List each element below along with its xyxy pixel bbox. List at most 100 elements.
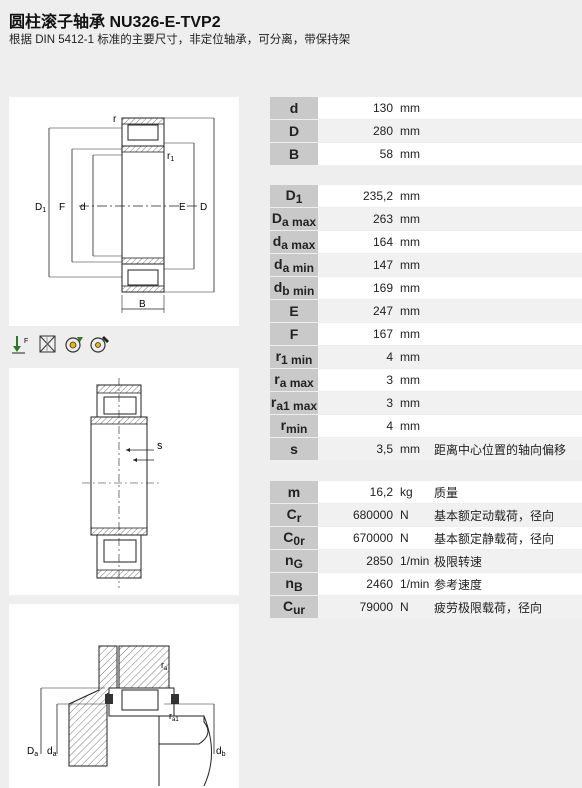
label-ra: ra bbox=[161, 660, 168, 672]
spec-description bbox=[430, 185, 582, 207]
spec-value: 247 bbox=[318, 300, 398, 322]
label-E: E bbox=[179, 202, 186, 213]
spec-symbol-main: r bbox=[274, 370, 280, 387]
spec-symbol: Da max bbox=[270, 208, 318, 230]
spec-symbol: B bbox=[270, 143, 318, 165]
spec-symbol-subscript: a max bbox=[279, 375, 314, 390]
spec-symbol: E bbox=[270, 300, 318, 322]
spec-unit: mm bbox=[398, 208, 430, 230]
spec-description: 基本额定动载荷，径向 bbox=[430, 504, 582, 526]
label-D: D bbox=[200, 202, 207, 213]
spec-description bbox=[430, 415, 582, 437]
spec-unit: mm bbox=[398, 438, 430, 460]
spec-symbol: m bbox=[270, 481, 318, 503]
spec-symbol-main: C bbox=[283, 528, 294, 545]
spec-symbol-main: D bbox=[288, 123, 300, 139]
spec-symbol: F bbox=[270, 323, 318, 345]
label-r1: r1 bbox=[167, 151, 174, 163]
dimension-drawing-panel: r r1 D1 F d E D B bbox=[9, 97, 239, 326]
spec-symbol-main: d bbox=[274, 255, 283, 272]
axial-load-icon: F bbox=[12, 336, 28, 354]
spec-symbol: ra max bbox=[270, 369, 318, 391]
spec-value: 167 bbox=[318, 323, 398, 345]
spec-description bbox=[430, 277, 582, 299]
spec-symbol-main: C bbox=[282, 597, 294, 614]
spec-value: 3 bbox=[318, 369, 398, 391]
spec-symbol-subscript: a min bbox=[282, 260, 314, 275]
spec-symbol-main: C bbox=[286, 505, 297, 522]
spec-symbol-subscript: b min bbox=[282, 283, 315, 298]
spec-unit: mm bbox=[398, 185, 430, 207]
spec-symbol: db min bbox=[270, 277, 318, 299]
dimension-drawing: r r1 D1 F d E D B bbox=[35, 114, 215, 313]
label-Da: Da bbox=[27, 746, 38, 758]
spec-symbol: da max bbox=[270, 231, 318, 253]
label-s: s bbox=[157, 440, 163, 452]
spec-unit: mm bbox=[398, 231, 430, 253]
spec-symbol: nG bbox=[270, 550, 318, 572]
spec-unit: 1/min bbox=[398, 573, 430, 595]
spec-unit: mm bbox=[398, 254, 430, 276]
page-subtitle: 根据 DIN 5412-1 标准的主要尺寸，非定位轴承，可分离，带保持架 bbox=[9, 34, 351, 46]
spec-description bbox=[430, 254, 582, 276]
spec-symbol-subscript: 1 min bbox=[281, 352, 313, 367]
spec-description bbox=[430, 97, 582, 119]
spec-unit: mm bbox=[398, 323, 430, 345]
axial-offset-drawing-panel: s bbox=[9, 368, 239, 595]
spec-description bbox=[430, 369, 582, 391]
spec-symbol-subscript: r bbox=[296, 510, 302, 525]
spec-unit: kg bbox=[398, 481, 430, 503]
spec-symbol-main: r bbox=[275, 347, 282, 364]
spec-symbol-main: F bbox=[289, 326, 299, 342]
spec-symbol: da min bbox=[270, 254, 318, 276]
spec-symbol: s bbox=[270, 438, 318, 460]
label-F: F bbox=[59, 202, 65, 213]
label-db: db bbox=[216, 746, 226, 758]
page-title: 圆柱滚子轴承 NU326-E-TVP2 bbox=[9, 14, 221, 31]
speed-icon bbox=[65, 337, 83, 353]
svg-text:F: F bbox=[24, 338, 28, 345]
spec-symbol-main: r bbox=[280, 416, 287, 433]
spec-symbol-subscript: min bbox=[286, 421, 308, 436]
spec-value: 3 bbox=[318, 392, 398, 414]
spec-value: 235,2 bbox=[318, 185, 398, 207]
spec-symbol: D bbox=[270, 120, 318, 142]
spec-unit: mm bbox=[398, 392, 430, 414]
spec-value: 164 bbox=[318, 231, 398, 253]
label-B: B bbox=[139, 299, 146, 310]
spec-unit: mm bbox=[398, 346, 430, 368]
spec-symbol: d bbox=[270, 97, 318, 119]
spec-symbol-subscript: a max bbox=[281, 237, 316, 252]
spec-description: 距离中心位置的轴向偏移 bbox=[430, 438, 582, 460]
spec-unit: N bbox=[398, 504, 430, 526]
spec-value: 4 bbox=[318, 415, 398, 437]
spec-unit: mm bbox=[398, 369, 430, 391]
no-relubrication-icon bbox=[39, 335, 56, 353]
spec-symbol-subscript: 1 bbox=[295, 191, 303, 206]
spec-unit: 1/min bbox=[398, 550, 430, 572]
spec-description bbox=[430, 120, 582, 142]
spec-value: 130 bbox=[318, 97, 398, 119]
spec-symbol-subscript: a max bbox=[282, 214, 317, 229]
spec-symbol-subscript: 0r bbox=[293, 533, 305, 548]
spec-description bbox=[430, 300, 582, 322]
spec-value: 4 bbox=[318, 346, 398, 368]
spec-description bbox=[430, 143, 582, 165]
label-d: d bbox=[80, 202, 86, 213]
axial-offset-drawing: s bbox=[82, 378, 163, 588]
